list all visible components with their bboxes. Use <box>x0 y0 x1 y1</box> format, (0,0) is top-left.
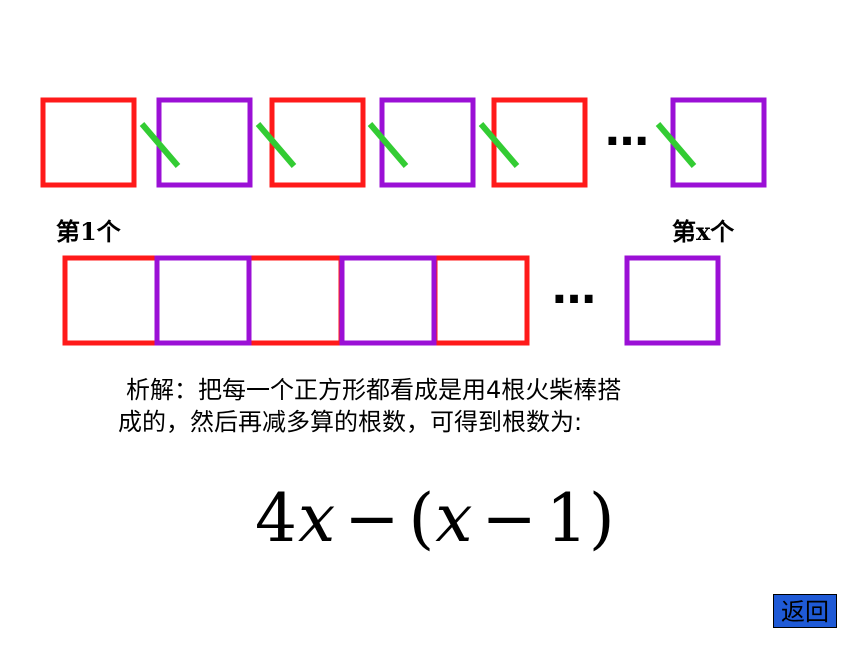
row1-square <box>491 97 588 188</box>
row1-square <box>269 97 366 188</box>
last-square-label: 第x个 <box>672 217 735 246</box>
formula-rparen: ) <box>588 480 616 557</box>
formula-minus2: − <box>481 480 538 557</box>
row2-square <box>154 255 252 346</box>
row1-ellipsis: … <box>605 105 649 156</box>
extra-matchstick <box>478 122 520 168</box>
row2-square <box>624 255 721 346</box>
row2-ellipsis: … <box>552 263 596 314</box>
formula-coef: 4 <box>255 480 298 557</box>
row1-square <box>40 97 137 188</box>
row2-square <box>432 255 530 346</box>
first-square-label: 第1个 <box>56 217 121 246</box>
extra-matchstick <box>255 122 297 168</box>
extra-matchstick <box>655 122 697 168</box>
row1-square <box>379 97 476 188</box>
formula-one: 1 <box>545 480 589 557</box>
row1-separate-squares <box>40 97 767 188</box>
formula: 4x−(x−1) <box>255 480 616 557</box>
explanation-line-1: 析解：把每一个正方形都看成是用4根火柴棒搭 <box>126 376 622 404</box>
row1-square <box>670 97 767 188</box>
row2-joined-squares <box>62 255 721 346</box>
explanation-text: 析解：把每一个正方形都看成是用4根火柴棒搭 成的，然后再减多算的根数，可得到根数… <box>118 374 738 438</box>
extra-matchstick <box>139 122 181 168</box>
row2-square-overlay <box>154 255 252 346</box>
formula-var2: x <box>435 480 474 557</box>
explanation-line-2: 成的，然后再减多算的根数，可得到根数为: <box>118 408 583 436</box>
row2-square <box>339 255 437 346</box>
row2-square <box>246 255 344 346</box>
formula-var: x <box>298 480 337 557</box>
formula-lparen: ( <box>408 480 436 557</box>
row1-square <box>156 97 253 188</box>
back-button[interactable]: 返回 <box>773 594 837 628</box>
extra-matchstick <box>367 122 409 168</box>
row2-square <box>62 255 160 346</box>
formula-minus: − <box>344 480 401 557</box>
row2-square-overlay <box>339 255 437 346</box>
